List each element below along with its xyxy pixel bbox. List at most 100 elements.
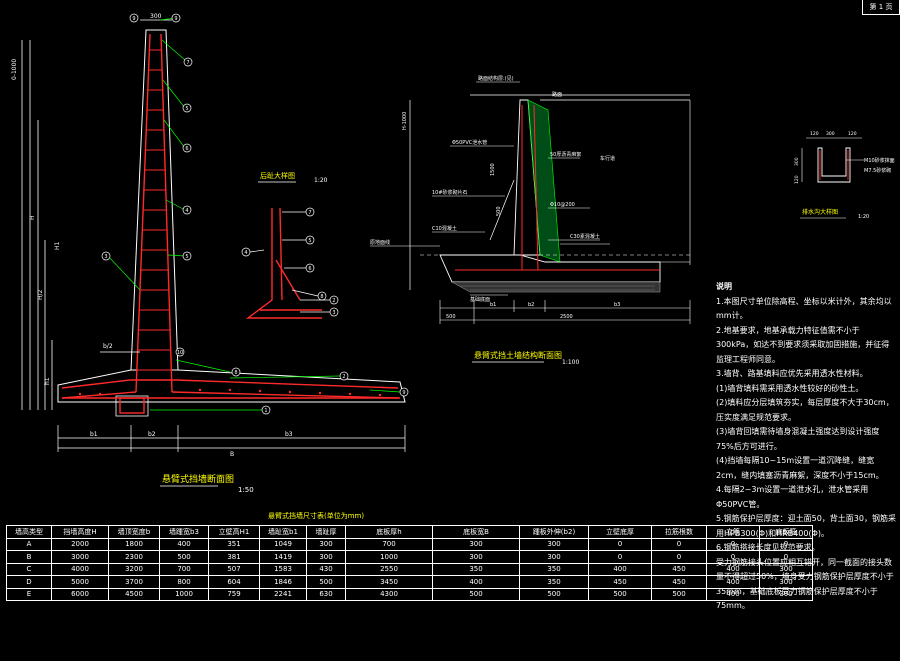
table-cell: 400 — [706, 562, 760, 576]
dim-b-half: b/2 — [103, 343, 113, 350]
table-cell: 450 — [588, 575, 652, 589]
table-cell: A — [6, 537, 52, 551]
table-cell: 1000 — [345, 550, 433, 564]
sec-h1500: 1500 — [490, 163, 496, 176]
table-cell: 300 — [519, 537, 589, 551]
mark-9a: 9 — [174, 16, 177, 22]
table-cell: 0 — [588, 550, 652, 564]
table-header-cell: 挡墙高度H — [51, 525, 109, 539]
table-cell: 400 — [588, 562, 652, 576]
table-cell: 400 — [706, 587, 760, 601]
note-item: 4.每隔2~3m设置一道泄水孔，泄水管采用Φ50PVC管。 — [716, 485, 869, 509]
table-header-cell: 立壁底厚 — [588, 525, 652, 539]
table-cell: 604 — [208, 575, 260, 589]
dim-left: 0-1000 — [11, 59, 18, 80]
table-cell: 6000 — [51, 587, 109, 601]
d-mark-8: 8 — [320, 294, 323, 300]
ann-a8: Φ10@200 — [550, 202, 575, 208]
table-cell: 4300 — [345, 587, 433, 601]
table-cell: 630 — [306, 587, 346, 601]
sec-h500: 500 — [496, 206, 502, 216]
ann-a11: 基础底面 — [470, 296, 490, 303]
table-cell: 500 — [159, 550, 209, 564]
mark-6: 6 — [185, 146, 188, 152]
table-cell: 1846 — [259, 575, 307, 589]
mark-9b: 9 — [132, 16, 135, 22]
table-cell: 1049 — [259, 537, 307, 551]
table-cell: 0 — [706, 550, 760, 564]
table-cell: 500 — [519, 587, 589, 601]
table-cell: 3700 — [108, 575, 160, 589]
dim-h: H — [29, 215, 36, 220]
table-cell: 430 — [306, 562, 346, 576]
d-mark-3: 3 — [332, 310, 335, 316]
drain-h2: 120 — [794, 175, 800, 184]
sec-b1: b1 — [490, 302, 496, 308]
table-cell: 300 — [306, 550, 346, 564]
ann-a12: 路面 — [552, 91, 562, 98]
table-header-cell: 墙趾宽b1 — [259, 525, 307, 539]
note-item: 3.墙背、路基填料应优先采用透水性材料。 — [716, 369, 868, 378]
table-header-cell: 拉筋根数 — [651, 525, 707, 539]
mark-10: 10 — [177, 350, 183, 356]
section-title: 悬臂式挡土墙结构断面图 — [474, 350, 562, 360]
table-cell: 0 — [651, 537, 707, 551]
table-header-cell: 底板厚h — [345, 525, 433, 539]
table-cell: 800 — [159, 575, 209, 589]
table-cell: 507 — [208, 562, 260, 576]
ann-a9: C30素混凝土 — [570, 233, 600, 240]
dim-b3: b3 — [285, 431, 293, 438]
dim-h1: H1 — [54, 241, 61, 250]
table-cell: 300 — [432, 537, 520, 551]
table-cell: 300 — [306, 537, 346, 551]
table-cell: 450 — [651, 562, 707, 576]
ann-a1: 路面结构层:(见) — [478, 75, 514, 82]
table-header-cell: 墙踵宽b3 — [159, 525, 209, 539]
table-cell: 2300 — [108, 550, 160, 564]
ann-a4: C10混凝土 — [432, 225, 457, 232]
sec-dim: H-1000 — [402, 112, 408, 130]
drain-detail: 120 300 120 300 120 M10砂浆抹面 M7.5砂浆砌 排水沟大… — [794, 131, 895, 220]
mark-2: 2 — [342, 374, 345, 380]
table-cell: 500 — [432, 587, 520, 601]
note-item: 2.地基要求，地基承载力特征值需不小于300kPa，如达不到要求须采取加固措施，… — [716, 325, 890, 364]
table-cell: 300 — [759, 587, 813, 601]
note-item: (1)墙背填料需采用透水性较好的砂性土。 — [716, 383, 864, 393]
mark-5: 5 — [185, 106, 188, 112]
table-cell: 3450 — [345, 575, 433, 589]
dim-b2: b2 — [148, 431, 156, 438]
table-header-cell: 立壁高H1 — [208, 525, 260, 539]
drain-w2: 300 — [826, 131, 835, 137]
main-scale: 1:50 — [238, 486, 254, 494]
table-cell: 759 — [208, 587, 260, 601]
note-item: (4)挡墙每隔10~15m设置一道沉降缝，缝宽2cm，缝内填塞沥青麻絮，深度不小… — [716, 456, 884, 480]
table-cell: B — [6, 550, 52, 564]
drain-scale: 1:20 — [858, 214, 869, 220]
table-header-cell: 墙高类型 — [6, 525, 52, 539]
mark-8: 8 — [234, 370, 237, 376]
drain-ann-1: M10砂浆抹面 — [864, 157, 895, 164]
mark-3: 3 — [104, 254, 107, 260]
mark-5b: 5 — [185, 254, 188, 260]
drain-w3: 120 — [848, 131, 857, 137]
table-cell: 700 — [345, 537, 433, 551]
table-cell: C — [6, 562, 52, 576]
ann-a13: 车行道 — [600, 155, 615, 162]
table-header-cell: 墙趾厚 — [306, 525, 346, 539]
table-cell: 300 — [432, 550, 520, 564]
frame-label: 第 1 页 — [862, 0, 900, 15]
table-cell: 1000 — [159, 587, 209, 601]
d-mark-6: 6 — [308, 266, 311, 272]
table-cell: D — [6, 575, 52, 589]
table-cell: 2241 — [259, 587, 307, 601]
d-mark-7: 7 — [308, 210, 311, 216]
table-cell: 2550 — [345, 562, 433, 576]
ann-a6: 50厚沥青麻絮 — [550, 151, 581, 158]
drain-title: 排水沟大样图 — [802, 208, 838, 216]
table-cell: 0 — [651, 550, 707, 564]
table-cell: 0 — [759, 550, 813, 564]
structure-section: H-1000 — [370, 75, 691, 366]
